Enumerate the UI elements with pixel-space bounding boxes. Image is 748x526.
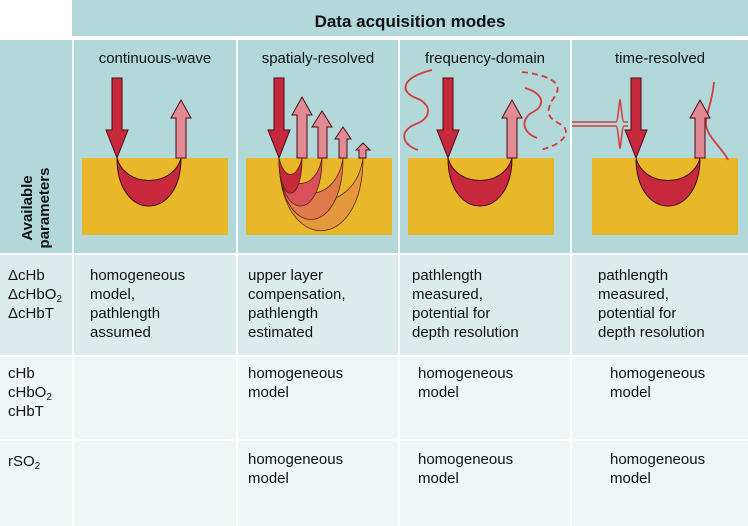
detected-light-arrow-icon — [354, 142, 372, 159]
row-label-2: cHb cHbO2 cHbT — [8, 364, 52, 421]
row-label-2-line-3: cHbT — [8, 403, 44, 420]
row-label-3-line-1: rSO2 — [8, 453, 41, 472]
banana-path-icon — [278, 157, 303, 194]
detected-light-arrow-icon — [291, 95, 313, 159]
col-sep-3 — [570, 255, 572, 526]
mode-label-cw: continuous-wave — [98, 50, 212, 67]
detected-light-arrow-icon — [311, 110, 333, 159]
row-1-bg — [0, 255, 748, 355]
sr-illustration — [246, 77, 392, 235]
incident-light-arrow-icon — [436, 77, 460, 160]
tr-illustration — [572, 77, 738, 235]
modulated-wave-icon — [523, 87, 542, 139]
header-divider — [72, 36, 748, 40]
header-title: Data acquisition modes — [72, 0, 748, 36]
col-sep-2 — [398, 255, 400, 526]
side-label-cell: Available parameters — [0, 40, 72, 253]
incident-light-arrow-icon — [267, 77, 291, 160]
detected-light-arrow-icon — [170, 98, 192, 159]
row-2-bg — [0, 357, 748, 439]
row-3-bg — [0, 441, 748, 526]
row-label-1: ΔcHb ΔcHbO2 ΔcHbT — [8, 266, 62, 323]
row-label-1-line-1: ΔcHb — [8, 267, 45, 284]
banana-path-icon — [447, 157, 513, 207]
cw-illustration — [82, 77, 228, 235]
row-label-1-line-2: ΔcHbO2 — [8, 286, 62, 305]
col-sep-0 — [72, 255, 74, 526]
detected-light-arrow-icon — [689, 98, 711, 159]
mode-label-fd: frequency-domain — [424, 50, 546, 67]
row-label-3: rSO2 — [8, 452, 41, 472]
row-label-2-line-2: cHbO2 — [8, 384, 52, 403]
mode-label-tr: time-resolved — [614, 50, 706, 67]
detected-light-arrow-icon — [334, 126, 352, 159]
incident-light-arrow-icon — [105, 77, 129, 160]
row-label-2-line-1: cHb — [8, 365, 35, 382]
modulated-wave-icon — [521, 71, 567, 151]
banana-path-icon — [635, 157, 701, 207]
mode-label-sr: spatialy-resolved — [261, 50, 375, 67]
banana-path-icon — [116, 157, 182, 207]
light-pulse-icon — [572, 98, 628, 150]
col-sep-1 — [236, 255, 238, 526]
row-label-1-line-3: ΔcHbT — [8, 305, 54, 322]
detected-light-arrow-icon — [501, 98, 523, 159]
modulated-wave-icon — [403, 69, 433, 151]
illustrations — [82, 69, 738, 235]
fd-illustration — [403, 69, 567, 235]
light-pulse-icon — [705, 81, 729, 161]
incident-light-arrow-icon — [624, 77, 648, 160]
